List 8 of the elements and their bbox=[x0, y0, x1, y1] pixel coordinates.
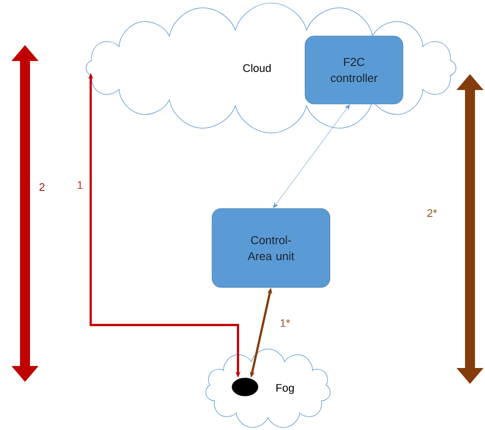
arrow bbox=[273, 104, 350, 208]
process-box: Control- Area unit bbox=[212, 208, 330, 288]
edge-label: 1 bbox=[78, 181, 83, 189]
dot bbox=[232, 378, 258, 396]
edge-label: 1* bbox=[280, 319, 290, 327]
arrow-label: 2 bbox=[40, 183, 45, 191]
process-box: F2C controller bbox=[304, 36, 404, 104]
arrow-label: 2* bbox=[427, 209, 438, 217]
